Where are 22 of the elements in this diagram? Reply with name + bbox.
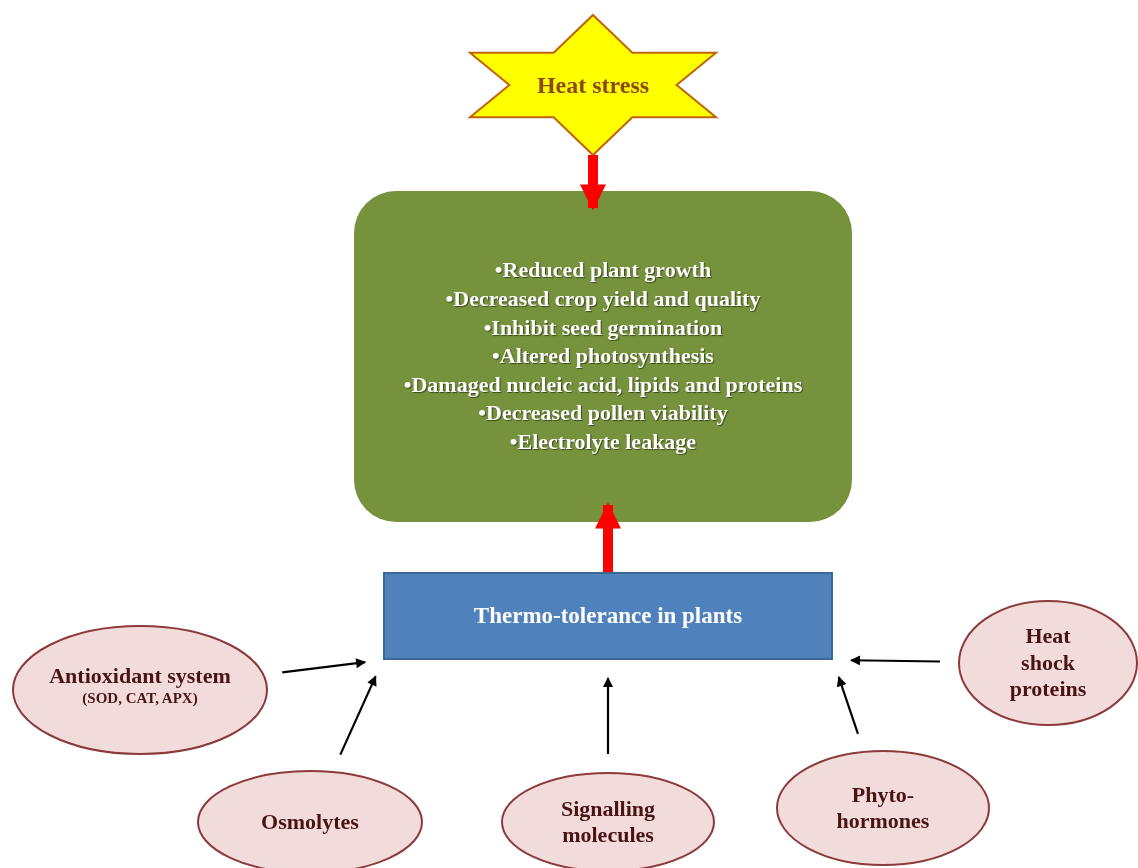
node-label: Thermo-tolerance in plants <box>473 602 743 630</box>
effect-item: •Damaged nucleic acid, lipids and proteins <box>403 370 803 399</box>
effect-item: •Reduced plant growth <box>494 256 712 285</box>
thick-arrow <box>595 502 621 572</box>
thick-arrow <box>580 155 606 211</box>
arrow <box>836 676 859 735</box>
node-label: Osmolytes <box>261 808 359 836</box>
effect-item: •Decreased crop yield and quality <box>445 285 761 313</box>
arrow <box>850 655 941 666</box>
arrow <box>282 658 367 674</box>
enzyme-list: (SOD, CAT, APX) <box>82 689 198 708</box>
node-label: Antioxidant system <box>49 662 231 690</box>
arrow <box>339 675 377 756</box>
node-label: Signalling molecules <box>559 795 657 849</box>
arrow <box>603 677 613 754</box>
effect-item: •Decreased pollen viability <box>478 399 728 428</box>
node-label: Heat shock proteins <box>1008 623 1088 703</box>
effect-item: •Electrolyte leakage <box>509 428 697 456</box>
effect-item: •Altered photosynthesis <box>492 342 714 371</box>
effect-item: •Inhibit seed germination <box>483 313 723 342</box>
node-label: Heat stress <box>536 70 650 100</box>
node-label: Phyto- hormones <box>835 781 931 835</box>
